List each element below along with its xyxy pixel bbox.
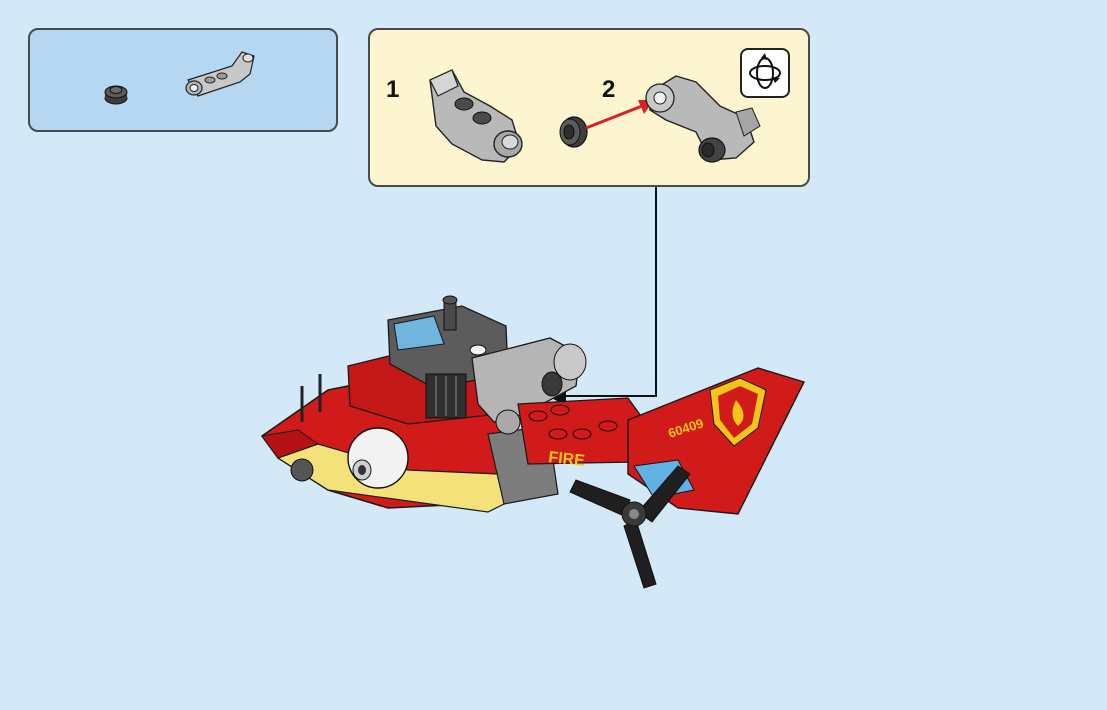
propeller-icon bbox=[570, 466, 690, 588]
fire-plane-model: FIRE 60409 bbox=[258, 294, 818, 594]
